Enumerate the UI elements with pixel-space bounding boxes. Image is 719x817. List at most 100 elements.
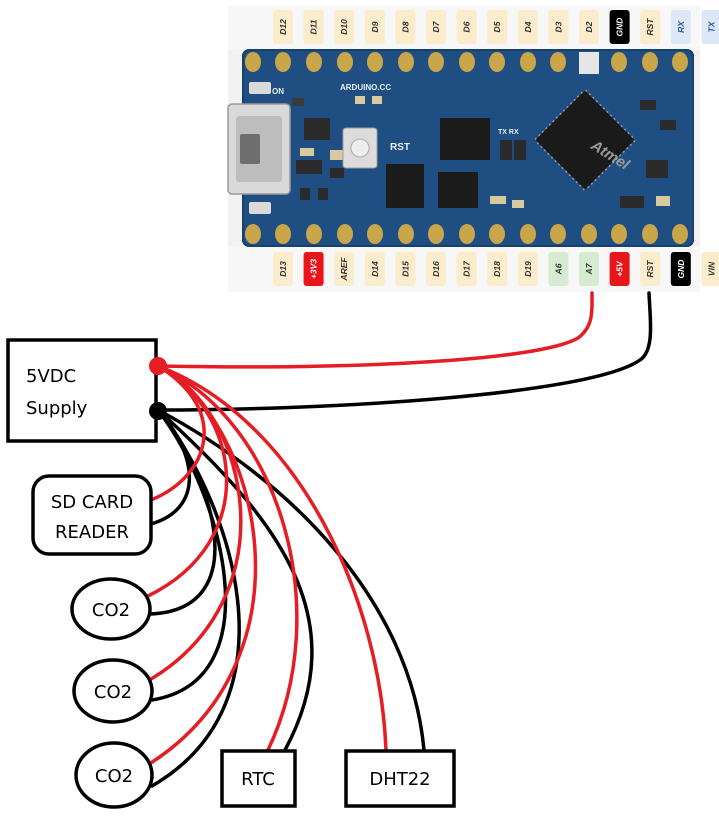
co2-3-label: CO2 <box>95 766 133 787</box>
pin-label: VIN <box>706 261 716 276</box>
microcontroller-chip <box>533 88 637 192</box>
pin-label: D12 <box>278 19 288 35</box>
pin-d11: D11 <box>303 10 324 44</box>
pin-label: D14 <box>370 261 380 277</box>
pin-label: AREF <box>339 257 349 282</box>
pin-d13: D13 <box>273 252 293 286</box>
arduino-nano-board: Atmel ARDUINO.CC ON RST TX RX <box>227 6 700 292</box>
dht22-sensor: DHT22 <box>344 749 456 808</box>
pin-label: D9 <box>370 21 380 32</box>
pin-d7: D7 <box>426 10 446 44</box>
top-pads <box>245 52 688 74</box>
pin-d10: D10 <box>334 10 355 44</box>
pin-d3: D3 <box>548 10 569 44</box>
pin-a7: A7 <box>579 252 599 286</box>
co2-sensor-3: CO2 <box>74 741 154 809</box>
pin-d9: D9 <box>364 10 385 44</box>
pin-aref: AREF <box>334 252 355 286</box>
pin-rst: RST <box>640 10 661 44</box>
pin-d15: D15 <box>395 252 416 286</box>
pos-wire-to-dht22 <box>156 364 388 752</box>
bottom-pads <box>245 224 688 244</box>
pin-label: D3 <box>553 21 563 32</box>
pin-label: D5 <box>492 21 502 32</box>
pin-label: D15 <box>400 261 410 277</box>
reset-button <box>342 127 378 169</box>
pin-d19: D19 <box>517 252 538 286</box>
pin-label: RST <box>645 260 655 278</box>
pin-label: A7 <box>584 262 594 275</box>
pin-label: GND <box>676 260 686 279</box>
pin-rst: RST <box>640 252 661 286</box>
pin-d4: D4 <box>517 10 538 44</box>
usb-chip <box>386 164 424 208</box>
power-supply: 5VDC Supply <box>6 338 158 443</box>
gnd-wire-to-co2-3 <box>150 408 241 788</box>
pin-d14: D14 <box>364 252 385 286</box>
pin-label: D2 <box>584 21 594 32</box>
pos-wire-to-rtc <box>156 364 299 752</box>
sd-label-line2: READER <box>55 522 129 543</box>
rtc-label: RTC <box>241 769 275 790</box>
pin-gnd: GND <box>670 252 691 286</box>
pin-label: TX <box>706 20 716 32</box>
positive-terminal <box>149 357 167 375</box>
pin-d18: D18 <box>487 252 508 286</box>
pin-label: +5V <box>615 260 625 277</box>
sd-card-reader: SD CARD READER <box>31 474 153 556</box>
usb-connector <box>227 82 291 214</box>
co2-2-label: CO2 <box>94 682 132 703</box>
pin-d16: D16 <box>426 252 446 286</box>
pin-label: A6 <box>553 263 563 275</box>
pin-label: RST <box>645 18 655 36</box>
pin-rx: RX <box>670 10 691 44</box>
pin-tx: TX <box>701 10 719 44</box>
pin-d2: D2 <box>579 10 599 44</box>
silk-txrx: TX RX <box>498 129 519 136</box>
pin-label: D16 <box>431 261 441 277</box>
pin-label: D18 <box>492 261 502 277</box>
pin-label: RX <box>676 20 686 33</box>
positive-wires <box>144 291 594 768</box>
pin-vin: VIN <box>701 252 719 286</box>
dht-label: DHT22 <box>369 769 430 790</box>
supply-label-line2: Supply <box>26 398 88 419</box>
pin-label: D7 <box>431 20 441 32</box>
rtc-module: RTC <box>220 749 297 808</box>
silk-brand: ARDUINO.CC <box>340 83 391 92</box>
top-pin-labels: D12 D11 D10 D9 D8 D7 D6 D5 D4 D3 D2 GND RST RX TX <box>273 10 719 44</box>
pin-label: D8 <box>400 21 410 32</box>
bottom-pin-labels: D13 +3V3 AREF D14 D15 D16 D17 D18 D19 A6 A7 +5V RST G… <box>273 252 719 286</box>
pin-d17: D17 <box>456 252 477 286</box>
pos-wire-to-co2-3 <box>144 364 258 768</box>
regulator-chip <box>440 118 490 160</box>
pin-gnd: GND <box>609 10 630 44</box>
pin-label: D19 <box>523 261 533 277</box>
pin-label: D10 <box>339 19 349 35</box>
silk-rst: RST <box>390 142 410 153</box>
pin-d6: D6 <box>456 10 477 44</box>
supply-box <box>6 338 158 443</box>
pin-plus-5v: +5V <box>609 252 630 286</box>
pin-label: GND <box>615 18 625 37</box>
pin-label: D4 <box>523 21 533 32</box>
pin-label: D17 <box>462 260 472 277</box>
supply-label-line1: 5VDC <box>26 366 76 387</box>
gnd-wire-to-arduino <box>156 291 653 412</box>
pin-label: D6 <box>462 21 472 32</box>
pin-label: D13 <box>278 261 288 277</box>
pos-wire-to-arduino <box>156 291 594 369</box>
pin-d12: D12 <box>273 10 293 44</box>
pin-d8: D8 <box>395 10 416 44</box>
co2-sensor-2: CO2 <box>72 658 154 724</box>
pin-plus-3v3: +3V3 <box>303 252 324 286</box>
co2-sensor-1: CO2 <box>70 577 152 641</box>
ground-terminal <box>149 402 167 420</box>
sd-label-line1: SD CARD <box>51 492 133 513</box>
co2-1-label: CO2 <box>92 600 130 621</box>
pin-label: D11 <box>309 19 319 34</box>
silk-on: ON <box>272 87 284 96</box>
pin-a6: A6 <box>548 252 569 286</box>
pin-label: +3V3 <box>309 259 319 279</box>
